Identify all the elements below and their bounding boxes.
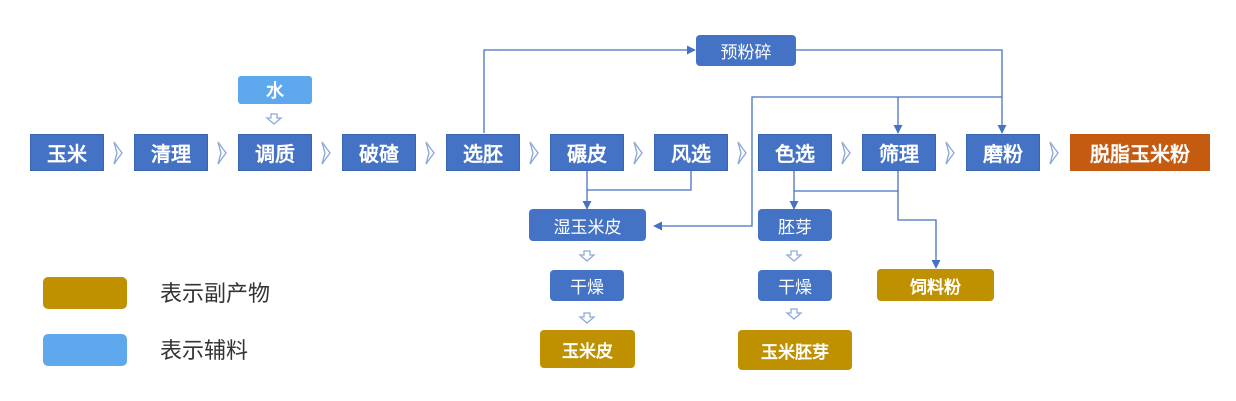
step-debranning: 碾皮 <box>550 134 624 171</box>
feed-meal-byproduct: 饲料粉 <box>877 269 994 301</box>
line-select-to-precrush <box>483 45 696 133</box>
bran-drying-box: 干燥 <box>550 270 624 301</box>
step-cleaning: 清理 <box>134 134 208 171</box>
legend-byproduct-label: 表示副产物 <box>160 282 271 307</box>
chevron-right-icon <box>737 141 747 165</box>
step-winnowing: 风选 <box>654 134 728 171</box>
chevron-right-icon <box>321 141 331 165</box>
final-product-box: 脱脂玉米粉 <box>1070 134 1210 171</box>
legend-auxiliary-swatch <box>43 334 127 366</box>
corn-germ-byproduct: 玉米胚芽 <box>738 330 852 370</box>
chevron-right-icon <box>113 141 123 165</box>
germ-drying-box: 干燥 <box>758 270 832 301</box>
line-winnow-down <box>587 171 692 191</box>
line-precrush-to-mill <box>796 49 1007 134</box>
chevron-right-icon <box>217 141 227 165</box>
down-arrow-icon <box>578 312 596 324</box>
line-sieve-to-feed <box>897 191 941 269</box>
wet-bran-box: 湿玉米皮 <box>529 209 646 241</box>
pre-crush-box: 预粉碎 <box>696 35 796 66</box>
water-input-box: 水 <box>238 76 312 104</box>
legend-byproduct-swatch <box>43 277 127 309</box>
down-arrow-icon <box>785 250 803 262</box>
legend-auxiliary-label: 表示辅料 <box>160 339 249 364</box>
chevron-right-icon <box>1049 141 1059 165</box>
step-milling: 磨粉 <box>966 134 1040 171</box>
chevron-right-icon <box>529 141 539 165</box>
step-conditioning: 调质 <box>238 134 312 171</box>
line-return-loop <box>653 96 1002 231</box>
chevron-right-icon <box>945 141 955 165</box>
chevron-right-icon <box>841 141 851 165</box>
step-corn: 玉米 <box>30 134 104 171</box>
step-sieving: 筛理 <box>862 134 936 171</box>
down-arrow-icon <box>578 250 596 262</box>
chevron-right-icon <box>633 141 643 165</box>
down-arrow-icon <box>265 113 283 125</box>
step-germ-selection: 选胚 <box>446 134 520 171</box>
step-cracking: 破碴 <box>342 134 416 171</box>
corn-bran-byproduct: 玉米皮 <box>540 330 635 368</box>
down-arrow-icon <box>785 308 803 320</box>
step-color-sorting: 色选 <box>758 134 832 171</box>
chevron-right-icon <box>425 141 435 165</box>
germ-box: 胚芽 <box>758 209 832 241</box>
